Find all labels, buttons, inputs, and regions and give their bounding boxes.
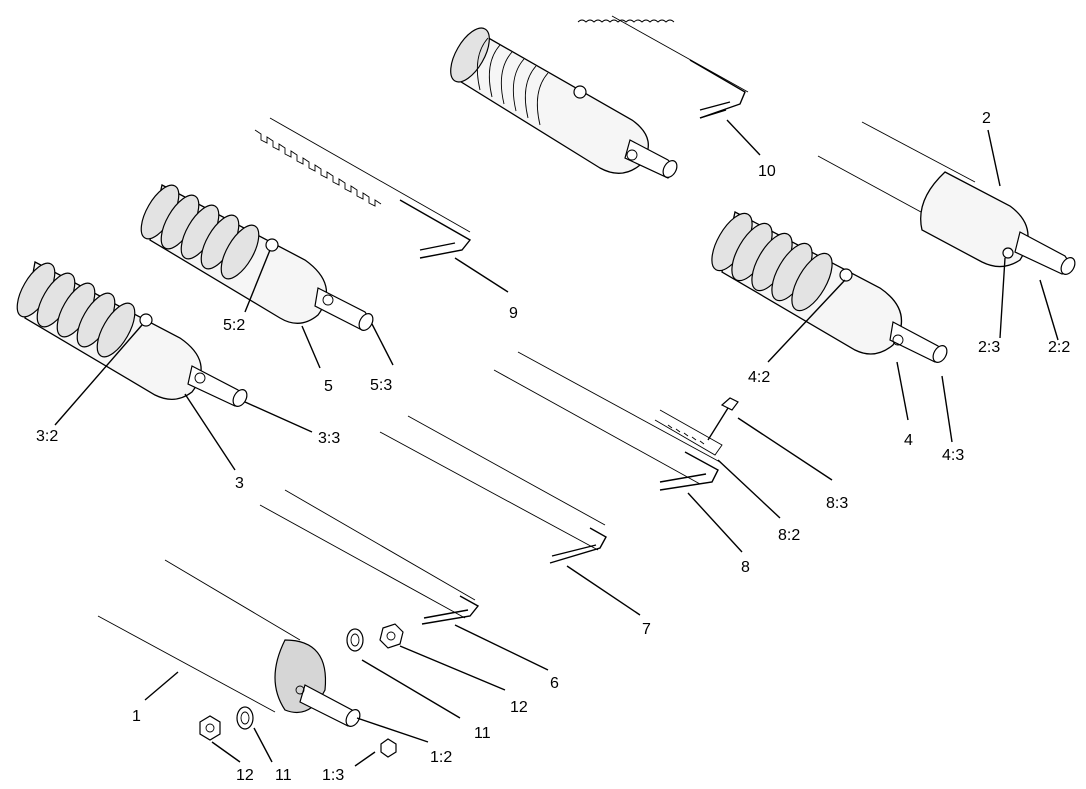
part-10-roller: [450, 27, 678, 179]
part-9-bar: [254, 117, 472, 259]
label-10: 10: [758, 163, 776, 180]
label-5-2: 5:2: [223, 317, 245, 334]
label-3-2: 3:2: [36, 428, 58, 445]
part-8-bar: [493, 351, 721, 491]
label-1: 1: [132, 708, 141, 725]
label-6: 6: [550, 675, 559, 692]
part-10-bar: [577, 15, 749, 119]
label-9: 9: [509, 305, 518, 322]
label-4-2: 4:2: [748, 369, 770, 386]
leader-lines: [54, 119, 1059, 767]
washer-11-upper: [346, 628, 364, 652]
label-12-upper: 12: [510, 699, 528, 716]
part-5-roller: [140, 184, 374, 331]
part-3-roller: [16, 261, 248, 407]
label-8-3: 8:3: [826, 495, 848, 512]
washer-11-lower: [236, 706, 254, 730]
label-3-3: 3:3: [318, 430, 340, 447]
nut-1-3: [380, 738, 397, 758]
part-1-roller: [97, 559, 361, 727]
label-8-2: 8:2: [778, 527, 800, 544]
label-3: 3: [235, 475, 244, 492]
label-8: 8: [741, 559, 750, 576]
label-1-3: 1:3: [322, 767, 344, 784]
label-5: 5: [324, 378, 333, 395]
label-7: 7: [642, 621, 651, 638]
label-12-lower: 12: [236, 767, 254, 784]
label-5-3: 5:3: [370, 377, 392, 394]
part-6-bar: [259, 489, 480, 625]
label-4-3: 4:3: [942, 447, 964, 464]
label-11-lower: 11: [275, 767, 292, 784]
label-4: 4: [904, 432, 913, 449]
part-7-bar: [379, 415, 607, 564]
label-1-2: 1:2: [430, 749, 452, 766]
part-2-roller: [817, 121, 1076, 275]
part-4-roller: [711, 211, 948, 363]
label-11-upper: 11: [474, 725, 491, 742]
callout-labels: 1 1:2 1:3 2 2:2 2:3 3 3:2 3:3 4 4:2 4:3 …: [36, 110, 1070, 784]
label-2: 2: [982, 110, 991, 127]
part-8-3-pin: [707, 397, 739, 441]
nut-12-lower: [199, 715, 221, 741]
label-2-3: 2:3: [978, 339, 1000, 356]
part-8-2-plate: [654, 409, 723, 456]
nut-12-upper: [379, 623, 404, 649]
label-2-2: 2:2: [1048, 339, 1070, 356]
